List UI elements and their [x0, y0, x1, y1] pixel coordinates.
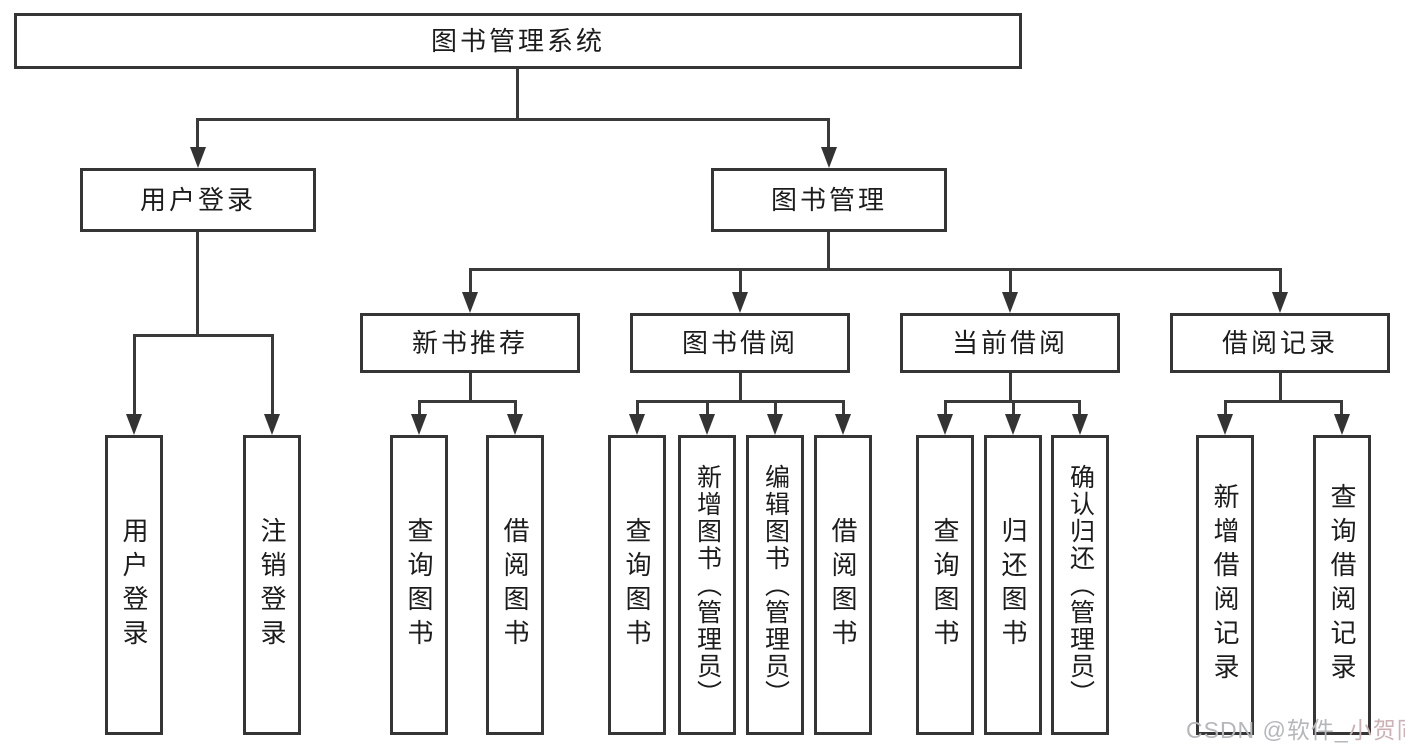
leaf-user-login: 用户登录	[105, 435, 163, 735]
connector-line-vertical	[469, 373, 472, 402]
node-borrowing-records: 借阅记录	[1170, 313, 1390, 373]
arrow-down-icon	[937, 414, 953, 435]
connector-line-vertical	[133, 334, 136, 416]
arrow-down-icon	[1002, 292, 1018, 313]
arrow-down-icon	[767, 414, 783, 435]
leaf-recommend-query-books-label: 查询图书	[404, 517, 434, 653]
watermark: CSDN @软件_小贺同学	[1186, 711, 1405, 745]
leaf-current-query-books: 查询图书	[916, 435, 974, 735]
connector-line-vertical	[636, 400, 639, 416]
connector-line-vertical	[1009, 373, 1012, 402]
node-book-management-label: 图书管理	[770, 185, 887, 215]
connector-line-horizontal	[636, 400, 845, 403]
node-user-login-label: 用户登录	[139, 185, 256, 215]
leaf-logout-label: 注销登录	[257, 517, 287, 653]
node-current-borrowing-label: 当前借阅	[951, 328, 1068, 358]
connector-line-vertical	[469, 268, 472, 295]
connector-line-horizontal	[1224, 400, 1342, 403]
node-book-borrowing: 图书借阅	[630, 313, 850, 373]
connector-line-horizontal	[418, 400, 517, 403]
leaf-borrowing-query-books: 查询图书	[608, 435, 666, 735]
arrow-down-icon	[462, 292, 478, 313]
arrow-down-icon	[190, 147, 206, 168]
leaf-borrowing-borrow-books: 借阅图书	[814, 435, 872, 735]
leaf-logout: 注销登录	[243, 435, 301, 735]
connector-line-vertical	[1279, 268, 1282, 295]
connector-line-vertical	[774, 400, 777, 416]
connector-line-vertical	[418, 400, 421, 416]
node-borrowing-records-label: 借阅记录	[1221, 328, 1338, 358]
leaf-recommend-borrow-books: 借阅图书	[486, 435, 544, 735]
node-book-management: 图书管理	[711, 168, 947, 232]
leaf-add-books-admin-label: 新增图书（管理员）	[693, 463, 722, 707]
connector-line-vertical	[1224, 400, 1227, 416]
arrow-down-icon	[835, 414, 851, 435]
connector-line-horizontal	[469, 268, 1282, 271]
leaf-edit-books-admin: 编辑图书（管理员）	[746, 435, 804, 735]
leaf-query-borrow-record: 查询借阅记录	[1313, 435, 1371, 735]
leaf-query-borrow-record-label: 查询借阅记录	[1327, 483, 1357, 687]
connector-line-vertical	[739, 373, 742, 402]
connector-line-vertical	[739, 268, 742, 295]
leaf-recommend-borrow-books-label: 借阅图书	[500, 517, 530, 653]
arrow-down-icon	[126, 414, 142, 435]
connector-line-vertical	[827, 118, 830, 150]
connector-line-vertical	[196, 232, 199, 336]
leaf-return-books-label: 归还图书	[998, 517, 1028, 653]
arrow-down-icon	[1072, 414, 1088, 435]
leaf-confirm-return-admin-label: 确认归还（管理员）	[1066, 463, 1095, 707]
connector-line-vertical	[1009, 268, 1012, 295]
arrow-down-icon	[1272, 292, 1288, 313]
node-book-borrowing-label: 图书借阅	[681, 328, 798, 358]
leaf-current-query-books-label: 查询图书	[930, 517, 960, 653]
watermark-suffix: 小贺同学	[1348, 717, 1405, 743]
connector-line-vertical	[1279, 373, 1282, 402]
leaf-borrowing-borrow-books-label: 借阅图书	[828, 517, 858, 653]
leaf-recommend-query-books: 查询图书	[390, 435, 448, 735]
connector-line-vertical	[1340, 400, 1343, 416]
arrow-down-icon	[264, 414, 280, 435]
connector-line-vertical	[706, 400, 709, 416]
leaf-confirm-return-admin: 确认归还（管理员）	[1051, 435, 1109, 735]
connector-line-vertical	[1012, 400, 1015, 416]
leaf-add-books-admin: 新增图书（管理员）	[678, 435, 736, 735]
connector-line-vertical	[516, 69, 519, 120]
connector-line-horizontal	[196, 118, 830, 121]
arrow-down-icon	[1217, 414, 1233, 435]
leaf-return-books: 归还图书	[984, 435, 1042, 735]
arrow-down-icon	[507, 414, 523, 435]
node-current-borrowing: 当前借阅	[900, 313, 1120, 373]
arrow-down-icon	[629, 414, 645, 435]
leaf-edit-books-admin-label: 编辑图书（管理员）	[761, 463, 790, 707]
connector-line-vertical	[271, 334, 274, 416]
arrow-down-icon	[821, 147, 837, 168]
connector-line-vertical	[827, 232, 830, 270]
arrow-down-icon	[1005, 414, 1021, 435]
arrow-down-icon	[699, 414, 715, 435]
node-new-book-recommend: 新书推荐	[360, 313, 580, 373]
leaf-add-borrow-record: 新增借阅记录	[1196, 435, 1254, 735]
connector-line-vertical	[196, 118, 199, 150]
connector-line-horizontal	[133, 334, 274, 337]
watermark-prefix: CSDN @软件_	[1186, 717, 1349, 743]
arrow-down-icon	[732, 292, 748, 313]
node-user-login: 用户登录	[80, 168, 316, 232]
leaf-add-borrow-record-label: 新增借阅记录	[1210, 483, 1240, 687]
connector-line-vertical	[1078, 400, 1081, 416]
arrow-down-icon	[411, 414, 427, 435]
node-library-system: 图书管理系统	[14, 13, 1022, 69]
connector-line-vertical	[842, 400, 845, 416]
node-new-book-recommend-label: 新书推荐	[411, 328, 528, 358]
leaf-borrowing-query-books-label: 查询图书	[622, 517, 652, 653]
leaf-user-login-label: 用户登录	[119, 517, 149, 653]
connector-line-vertical	[944, 400, 947, 416]
connector-line-vertical	[514, 400, 517, 416]
node-library-system-label: 图书管理系统	[430, 26, 605, 56]
arrow-down-icon	[1334, 414, 1350, 435]
